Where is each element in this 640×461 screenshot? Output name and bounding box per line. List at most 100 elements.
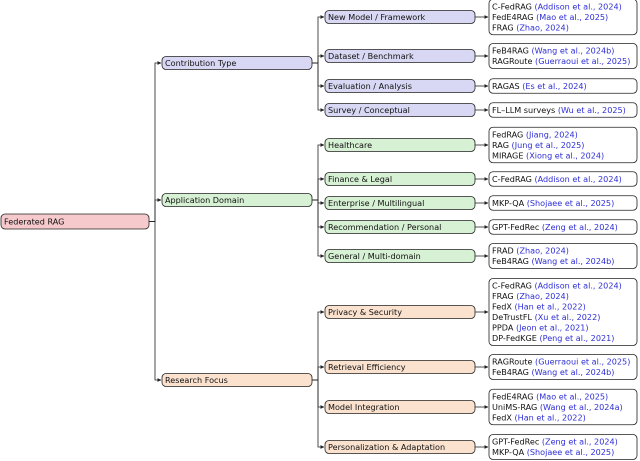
reference-name: RAGAS [492, 81, 522, 91]
category-privacy-security-box [324, 305, 476, 319]
citation-link[interactable]: (Jeon et al., 2021) [516, 323, 589, 333]
category-recommendation-personal: Recommendation / Personal [324, 220, 476, 234]
reference-box [488, 0, 638, 36]
reference-entry: FedX (Han et al., 2022) [492, 302, 586, 312]
category-retrieval-efficiency-box [324, 360, 476, 374]
citation-link[interactable]: (Wang et al., 2024b) [531, 367, 614, 377]
citation-link[interactable]: (Jiang, 2024) [526, 129, 578, 139]
citation-link[interactable]: (Mao et al., 2025) [536, 391, 608, 401]
reference-entry: MKP-QA (Shojaee et al., 2025) [492, 198, 614, 208]
branch-research-focus-label: Research Focus [165, 375, 228, 385]
category-finance-legal-references: C-FedRAG (Addison et al., 2024) [488, 171, 638, 187]
branch-application-domain-connector [149, 198, 162, 222]
reference-name: FeB4RAG [492, 367, 531, 377]
category-general-multi-domain: General / Multi-domain [324, 249, 476, 263]
category-evaluation-analysis-box [324, 79, 476, 93]
category-personalization-adaptation-references: GPT-FedRec (Zeng et al., 2024)MKP-QA (Sh… [488, 434, 638, 460]
reference-name: RAGRoute [492, 357, 535, 367]
reference-entry: FedX (Han et al., 2022) [492, 412, 586, 422]
category-enterprise-multilingual-references: MKP-QA (Shojaee et al., 2025) [488, 195, 638, 211]
category-retrieval-efficiency: Retrieval Efficiency [324, 360, 476, 374]
citation-link[interactable]: (Xiong et al., 2024) [526, 150, 604, 160]
category-dataset-benchmark-label: Dataset / Benchmark [328, 51, 414, 61]
category-personalization-adaptation-label: Personalization & Adaptation [328, 442, 445, 452]
citation-link[interactable]: (Jung et al., 2025) [512, 140, 585, 150]
category-healthcare-references: FedRAG (Jiang, 2024)RAG (Jung et al., 20… [488, 126, 638, 164]
branch-contribution-type-connector [149, 61, 162, 222]
reference-name: DP-FedKGE [492, 333, 539, 343]
citation-link[interactable]: (Xu et al., 2022) [535, 312, 601, 322]
reference-box [488, 171, 638, 187]
reference-name: GPT-FedRec [492, 222, 542, 232]
category-new-model-framework-box [324, 10, 476, 24]
category-recommendation-personal-references: GPT-FedRec (Zeng et al., 2024) [488, 219, 638, 235]
citation-link[interactable]: (Addison et al., 2024) [534, 174, 621, 184]
root-node-label: Federated RAG [4, 217, 64, 227]
reference-entry: C-FedRAG (Addison et al., 2024) [492, 281, 622, 291]
citation-link[interactable]: (Zeng et al., 2024) [542, 222, 618, 232]
category-recommendation-personal-box [324, 220, 476, 234]
reference-entry: DP-FedKGE (Peng et al., 2021) [492, 333, 614, 343]
reference-name: FedE4RAG [492, 12, 536, 22]
citation-link[interactable]: (Addison et al., 2024) [534, 281, 621, 291]
reference-entry: RAG (Jung et al., 2025) [492, 140, 584, 150]
reference-entry: FRAG (Zhao, 2024) [492, 291, 569, 301]
citation-link[interactable]: (Peng et al., 2021) [539, 333, 614, 343]
reference-name: FedE4RAG [492, 391, 536, 401]
branch-research-focus: Research Focus [161, 373, 313, 387]
citation-link[interactable]: (Shojaee et al., 2025) [527, 198, 615, 208]
category-personalization-adaptation-connector [312, 379, 325, 449]
citation-link[interactable]: (Zeng et al., 2024) [542, 437, 618, 447]
citation-link[interactable]: (Wu et al., 2025) [558, 105, 626, 115]
citation-link[interactable]: (Guerraoui et al., 2025) [535, 357, 630, 367]
reference-name: RAGRoute [492, 56, 535, 66]
category-finance-legal-box [324, 172, 476, 186]
category-enterprise-multilingual: Enterprise / Multilingual [324, 196, 476, 210]
reference-box [488, 43, 638, 69]
citation-link[interactable]: (Zhao, 2024) [516, 22, 569, 32]
reference-box [488, 388, 638, 426]
category-recommendation-personal-label: Recommendation / Personal [328, 222, 441, 232]
reference-entry: FRAD (Zhao, 2024) [492, 246, 569, 256]
category-enterprise-multilingual-label: Enterprise / Multilingual [328, 198, 424, 208]
citation-link[interactable]: (Mao et al., 2025) [536, 12, 608, 22]
reference-name: FRAD [492, 246, 516, 256]
category-retrieval-efficiency-label: Retrieval Efficiency [328, 362, 406, 372]
branch-contribution-type-box [161, 56, 313, 70]
citation-link[interactable]: (Han et al., 2022) [514, 412, 585, 422]
reference-name: FL–LLM surveys [492, 105, 558, 115]
reference-name: FeB4RAG [492, 256, 531, 266]
reference-entry: C-FedRAG (Addison et al., 2024) [492, 1, 622, 11]
citation-link[interactable]: (Shojaee et al., 2025) [527, 447, 615, 457]
reference-name: MKP-QA [492, 198, 527, 208]
citation-link[interactable]: (Han et al., 2022) [514, 302, 585, 312]
category-survey-conceptual-references: FL–LLM surveys (Wu et al., 2025) [488, 102, 638, 118]
root-node: Federated RAG [0, 213, 150, 230]
reference-name: FedX [492, 302, 514, 312]
reference-entry: FRAG (Zhao, 2024) [492, 22, 569, 32]
citation-link[interactable]: (Wang et al., 2024b) [531, 46, 614, 56]
category-privacy-security-label: Privacy & Security [328, 307, 402, 317]
citation-link[interactable]: (Wang et al., 2024a) [540, 402, 623, 412]
category-finance-legal: Finance & Legal [324, 172, 476, 186]
reference-name: RAG [492, 140, 512, 150]
citation-link[interactable]: (Guerraoui et al., 2025) [535, 56, 630, 66]
category-finance-legal-label: Finance & Legal [328, 174, 392, 184]
reference-name: GPT-FedRec [492, 437, 542, 447]
connector-lines [149, 15, 489, 449]
reference-entry: FedRAG (Jiang, 2024) [492, 129, 578, 139]
reference-name: DeTrustFL [492, 312, 535, 322]
citation-link[interactable]: (Zhao, 2024) [516, 246, 569, 256]
reference-box [488, 354, 638, 380]
category-personalization-adaptation: Personalization & Adaptation [324, 440, 476, 454]
citation-link[interactable]: (Es et al., 2024) [522, 81, 586, 91]
category-dataset-benchmark-box [324, 49, 476, 63]
reference-box [488, 243, 638, 269]
reference-name: FeB4RAG [492, 46, 531, 56]
citation-link[interactable]: (Addison et al., 2024) [534, 1, 621, 11]
citation-link[interactable]: (Wang et al., 2024b) [531, 256, 614, 266]
category-evaluation-analysis-label: Evaluation / Analysis [328, 81, 412, 91]
citation-link[interactable]: (Zhao, 2024) [516, 291, 569, 301]
branch-contribution-type-label: Contribution Type [165, 58, 236, 68]
